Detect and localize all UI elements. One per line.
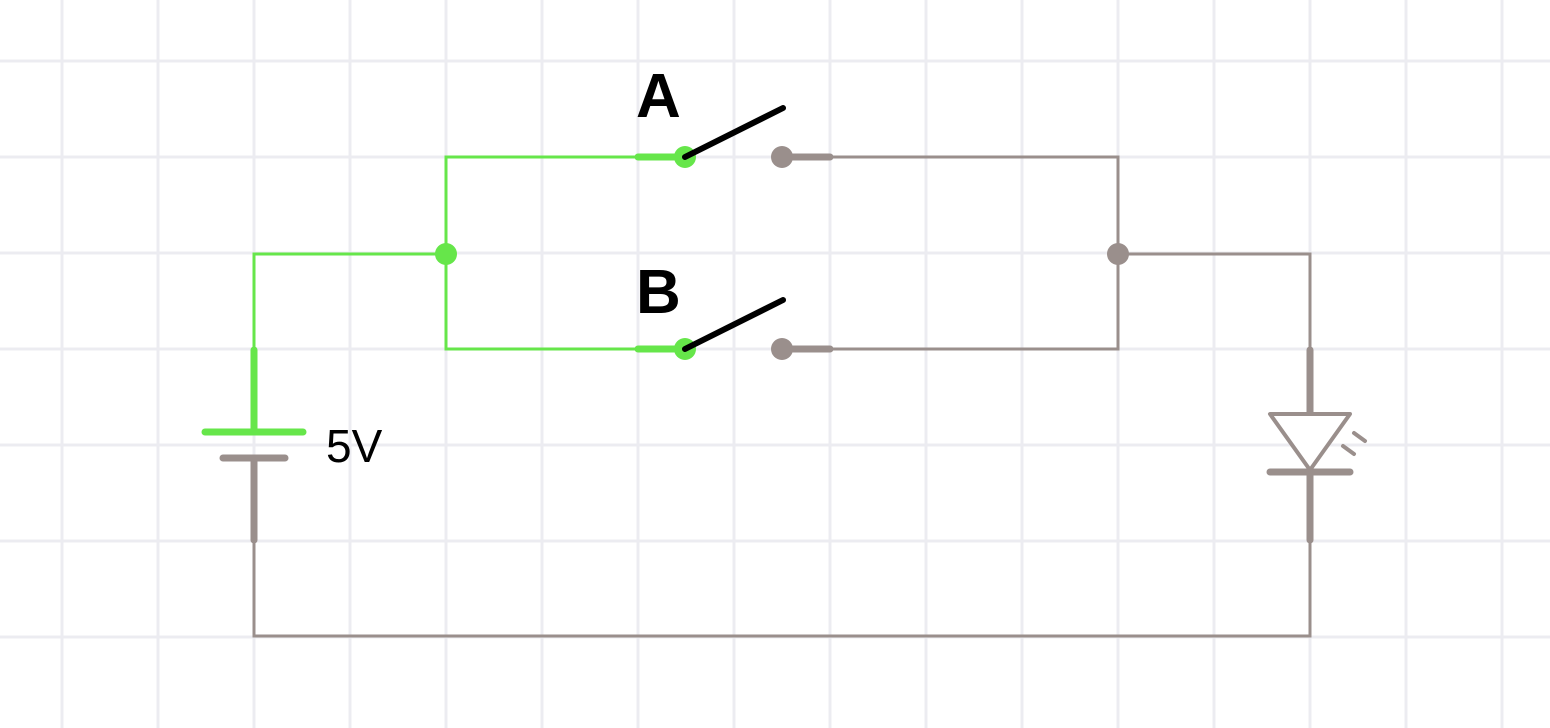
- wire-battery-to-junction: [252, 252, 448, 352]
- wire-switch-b-to-junction: [830, 254, 1120, 351]
- switch-b-contact: [771, 338, 793, 360]
- junction-right: [1107, 243, 1129, 265]
- wire-junction-to-switch-b: [444, 252, 640, 351]
- led-emission-ray-2: [1341, 444, 1356, 456]
- wire-junction-to-led: [1118, 252, 1312, 350]
- led[interactable]: [1268, 412, 1367, 472]
- switch-a-contact: [771, 146, 793, 168]
- inactive-wires: [252, 155, 1312, 638]
- battery-voltage-label: 5V: [326, 420, 383, 472]
- switch-a-label: A: [636, 62, 681, 131]
- led-emission-ray-1: [1352, 431, 1367, 443]
- junction-left: [435, 243, 457, 265]
- wire-led-to-battery: [252, 540, 1312, 638]
- wire-switch-a-to-junction: [830, 155, 1120, 254]
- switch-b-lever[interactable]: [682, 297, 786, 352]
- led-triangle: [1268, 412, 1352, 472]
- wire-junction-to-switch-a: [444, 155, 640, 256]
- switch-b-label: B: [636, 258, 681, 327]
- switch-a-lever[interactable]: [682, 105, 786, 160]
- energized-wires: [252, 155, 640, 352]
